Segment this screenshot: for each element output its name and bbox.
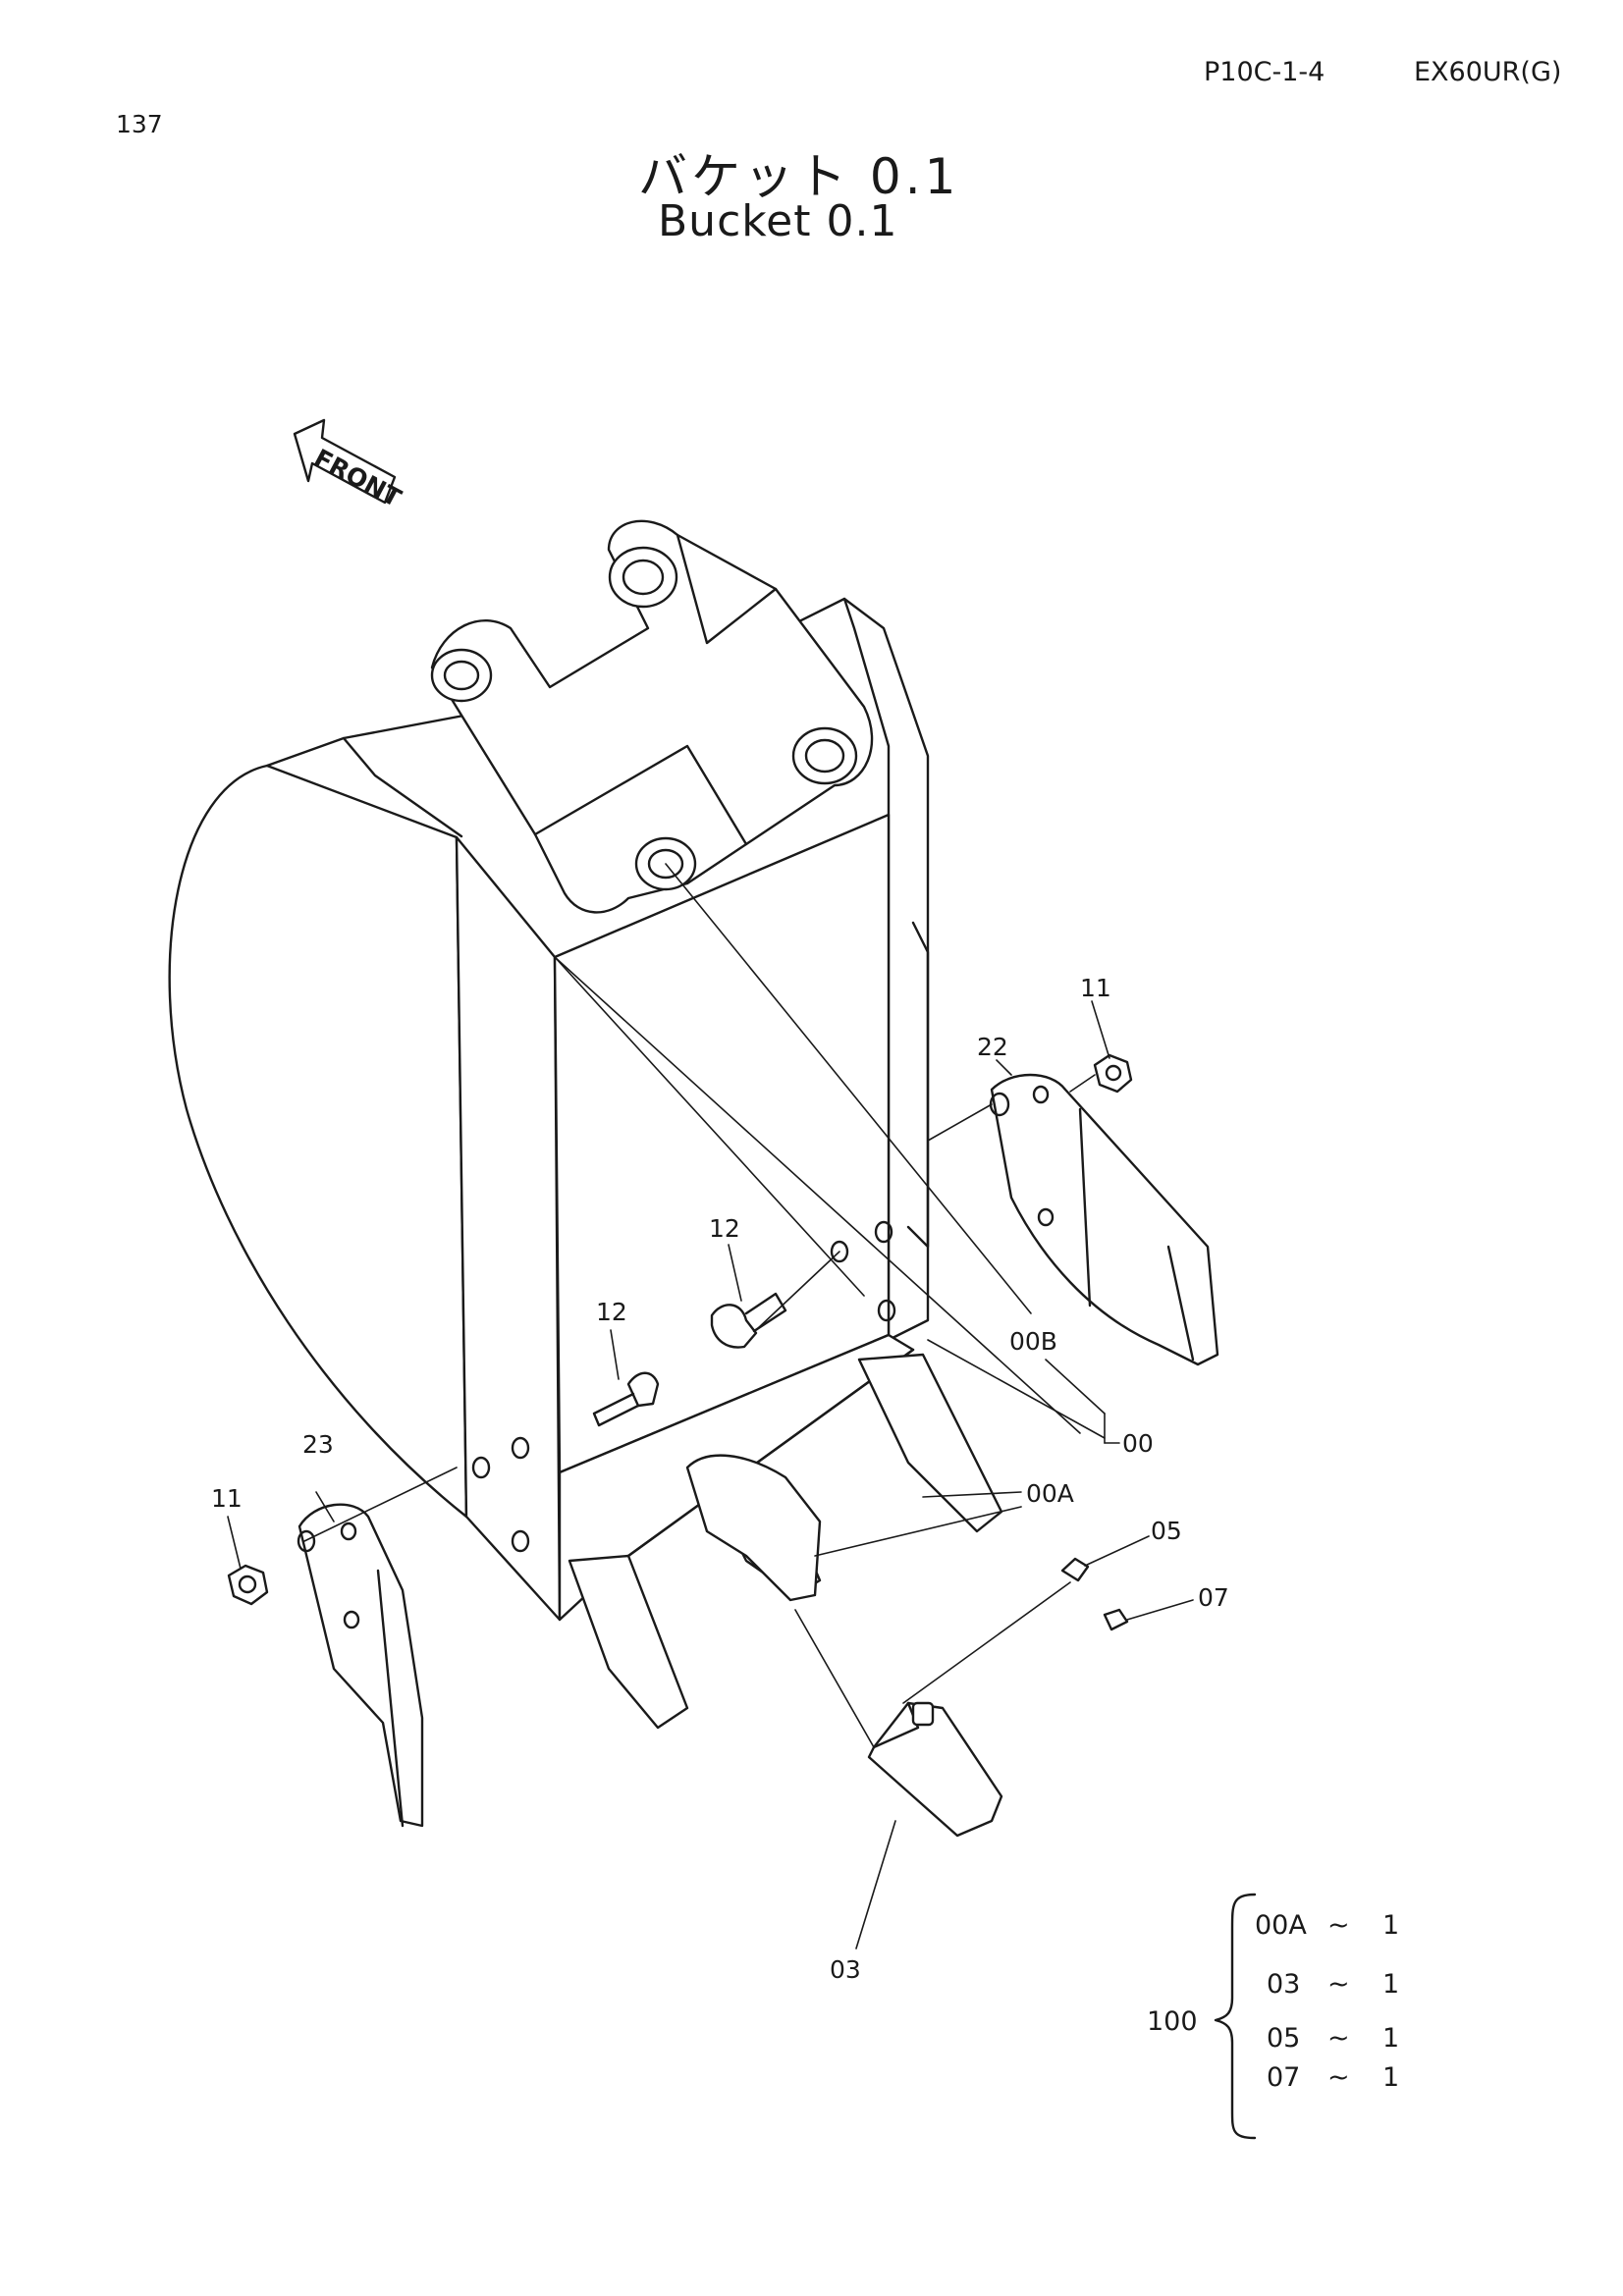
assembly-row-4-tilde: ~ xyxy=(1327,2062,1350,2093)
assembly-row-3-tilde: ~ xyxy=(1327,2023,1350,2054)
assembly-row-2-part: 03 xyxy=(1267,1969,1300,2000)
assembly-row-4-part: 07 xyxy=(1267,2062,1300,2093)
bucket-teeth xyxy=(568,1353,1003,1730)
assembly-row-2-qty: 1 xyxy=(1382,1969,1399,2000)
nut-left-icon xyxy=(227,1564,269,1606)
bolt-lower-icon xyxy=(592,1371,660,1427)
assembly-row-1-tilde: ~ xyxy=(1327,1910,1350,1941)
assembly-row-1-part: 00A xyxy=(1255,1910,1307,1941)
callout-12-lower: 12 xyxy=(596,1298,627,1326)
bolt-upper-icon xyxy=(710,1292,787,1349)
side-cutter-right xyxy=(989,1073,1219,1366)
nut-right-icon xyxy=(1093,1053,1133,1094)
page-number: 137 xyxy=(116,110,163,138)
assembly-row-3-part: 05 xyxy=(1267,2023,1300,2054)
tooth-point xyxy=(867,1701,1003,1838)
assembly-row-1-qty: 1 xyxy=(1382,1910,1399,1941)
assembly-row-2-tilde: ~ xyxy=(1327,1969,1350,2000)
leader-lines xyxy=(227,863,1194,1949)
side-cutter-left xyxy=(297,1503,424,1828)
title-english: Bucket 0.1 xyxy=(658,196,898,246)
bucket-bracket xyxy=(430,519,874,914)
title-japanese: バケット 0.1 xyxy=(638,148,960,205)
callout-00B: 00B xyxy=(1009,1327,1057,1356)
front-arrow-icon: FRONT xyxy=(293,418,406,512)
callout-23: 23 xyxy=(302,1430,334,1459)
callout-11-right: 11 xyxy=(1080,974,1111,1002)
callout-22: 22 xyxy=(977,1033,1008,1061)
callout-07: 07 xyxy=(1198,1583,1229,1612)
assembly-row-3-qty: 1 xyxy=(1382,2023,1399,2054)
assembly-row-4-qty: 1 xyxy=(1382,2062,1399,2093)
lock-icon xyxy=(1103,1608,1129,1631)
assembly-table: 100 00A ~ 1 03 ~ 1 05 ~ 1 07 ~ 1 xyxy=(1147,1893,1399,2140)
callout-11-left: 11 xyxy=(211,1484,243,1513)
assembly-parent: 100 xyxy=(1147,2006,1198,2037)
page-code: P10C-1-4 xyxy=(1204,57,1325,87)
pin-icon xyxy=(1060,1557,1090,1582)
callout-05: 05 xyxy=(1151,1517,1182,1545)
callout-03: 03 xyxy=(830,1955,861,1984)
callout-12-upper: 12 xyxy=(709,1214,740,1243)
model-code: EX60UR(G) xyxy=(1414,57,1562,87)
callout-00: 00 xyxy=(1122,1429,1154,1458)
callout-00A: 00A xyxy=(1026,1479,1074,1508)
